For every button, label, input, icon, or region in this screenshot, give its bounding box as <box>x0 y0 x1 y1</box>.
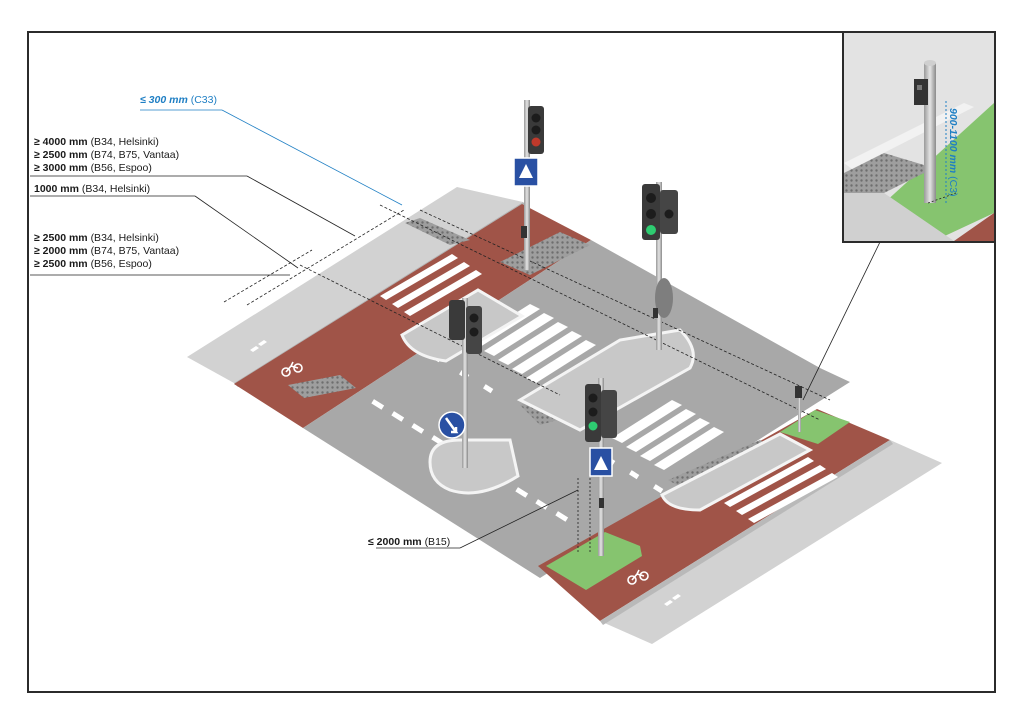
cycle-width-label-1: ≥ 2500 mm (B34, Helsinki) <box>34 232 159 244</box>
value: ≥ 2500 mm <box>34 149 88 161</box>
green-area-right <box>780 410 850 444</box>
dimension-line-blue <box>140 109 403 206</box>
value: ≥ 4000 mm <box>34 136 88 148</box>
inset-height-label: 900-1100 mm (C3) <box>947 108 959 197</box>
traffic-light-top <box>513 100 544 270</box>
cycle-width-label-2: ≥ 2000 mm (B74, B75, Vantaa) <box>34 245 179 257</box>
sidewalk-width-label-1: ≥ 4000 mm (B34, Helsinki) <box>34 136 159 148</box>
sidewalk-width-label-3: ≥ 3000 mm (B56, Espoo) <box>34 162 152 174</box>
drawing-frame <box>27 31 996 693</box>
island-middle <box>516 328 695 432</box>
value: ≥ 2500 mm <box>34 258 88 270</box>
ref: (B74, B75, Vantaa) <box>90 149 180 161</box>
ref: (B56, Espoo) <box>90 162 152 174</box>
tactile-paving-3 <box>288 375 356 398</box>
tactile-paving-2 <box>500 232 590 275</box>
value: ≥ 2000 mm <box>34 245 88 257</box>
inset-height-value: 900-1100 mm <box>947 108 959 174</box>
ref: (B34, Helsinki) <box>90 136 159 148</box>
inset-detail: 900-1100 mm (C3) <box>842 31 996 243</box>
cycle-lane-left <box>234 204 591 428</box>
inset-illustration <box>844 33 994 241</box>
value: ≥ 3000 mm <box>34 162 88 174</box>
green-area-bottom <box>546 532 642 590</box>
dim-2000-label: ≤ 2000 mm (B15) <box>368 536 450 548</box>
dim-300-label: ≤ 300 mm (C33) <box>140 94 217 106</box>
dim-1000-label: 1000 mm (B34, Helsinki) <box>34 183 150 195</box>
dim-300-value: ≤ 300 mm <box>140 94 188 106</box>
ref: (B15) <box>424 536 451 548</box>
traffic-light-middle <box>438 298 482 468</box>
value: ≤ 2000 mm <box>368 536 422 548</box>
inset-height-ref: (C3) <box>947 176 959 197</box>
dimension-lines <box>30 175 881 552</box>
sidewalk-width-label-2: ≥ 2500 mm (B74, B75, Vantaa) <box>34 149 179 161</box>
dim-300-ref: (C33) <box>190 94 217 106</box>
bicycle-icon <box>281 361 649 585</box>
ref: (B34, Helsinki) <box>90 232 159 244</box>
push-button-icon <box>795 386 802 432</box>
ref: (B74, B75, Vantaa) <box>90 245 180 257</box>
traffic-light-bottom <box>585 378 617 556</box>
cycle-width-label-3: ≥ 2500 mm (B56, Espoo) <box>34 258 152 270</box>
pedestrian-icon <box>250 340 681 606</box>
push-button-icon <box>914 79 928 105</box>
cycle-crossing-right <box>724 457 838 523</box>
ref: (B34, Helsinki) <box>81 183 151 195</box>
value: ≥ 2500 mm <box>34 232 88 244</box>
traffic-light-right <box>642 182 678 350</box>
island-left <box>428 438 520 495</box>
sidewalk-right <box>600 440 942 644</box>
value: 1000 mm <box>34 183 79 195</box>
ref: (B56, Espoo) <box>90 258 152 270</box>
island-bottom-right <box>660 432 814 512</box>
cycle-crossing-left <box>380 254 482 316</box>
